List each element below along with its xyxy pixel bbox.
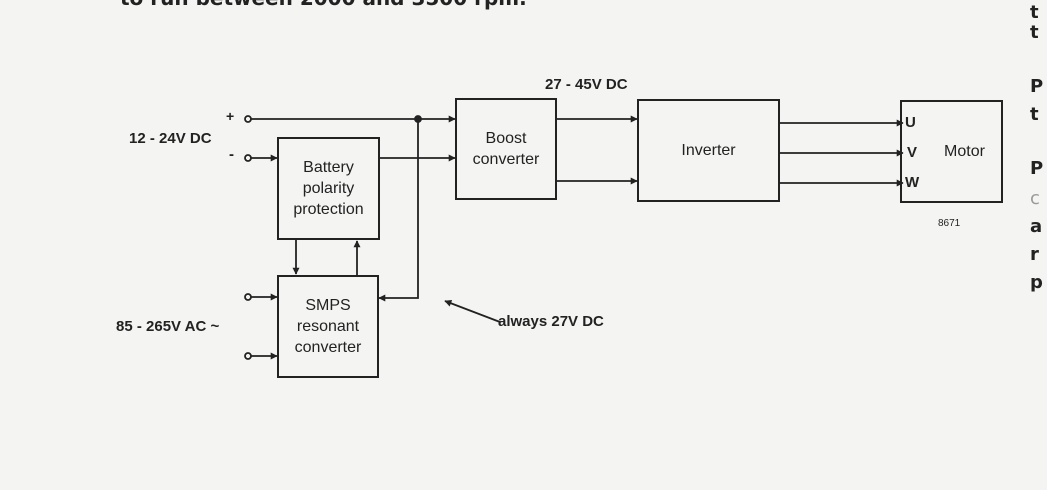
- dc-minus-terminal: [244, 154, 252, 162]
- smps-output-wire: [378, 119, 419, 302]
- clipped-margin-text: p: [1030, 272, 1043, 293]
- clipped-margin-text: P: [1030, 76, 1044, 97]
- motor-block: Motor: [900, 100, 1003, 203]
- dc-input-label: 12 - 24V DC: [129, 130, 212, 147]
- clipped-paragraph-text: to run between 2000 and 3500 rpm.: [120, 0, 527, 10]
- battery-polarity-block: Battery polarity protection: [277, 137, 380, 240]
- phase-v-label: V: [907, 144, 918, 161]
- inverter-block: Inverter: [637, 99, 780, 202]
- phase-u-label: U: [905, 114, 916, 131]
- clipped-margin-text: c: [1030, 188, 1040, 209]
- smps-converter-block: SMPS resonant converter: [277, 275, 379, 378]
- boost-converter-label: Boost converter: [472, 130, 540, 168]
- clipped-margin-text: P: [1030, 158, 1044, 179]
- dc-plus-terminal: [244, 115, 252, 123]
- clipped-margin-text: t: [1030, 22, 1039, 43]
- figure-code: 8671: [938, 218, 961, 229]
- clipped-margin-text: t: [1030, 104, 1039, 125]
- ac-terminal-1: [244, 293, 252, 301]
- minus-sign: -: [229, 146, 234, 163]
- always-27v-label: always 27V DC: [498, 313, 604, 330]
- ac-input-label: 85 - 265V AC ~: [116, 318, 220, 335]
- inverter-label: Inverter: [681, 142, 736, 159]
- clipped-margin-text: r: [1030, 244, 1039, 265]
- clipped-margin-text: t: [1030, 2, 1039, 23]
- annotation-arrow: [444, 299, 501, 323]
- boost-output-label: 27 - 45V DC: [545, 76, 628, 93]
- phase-w-label: W: [905, 174, 920, 191]
- plus-sign: +: [226, 108, 235, 124]
- motor-label: Motor: [944, 143, 985, 160]
- clipped-margin-text: a: [1030, 216, 1043, 237]
- smps-converter-label: SMPS resonant converter: [294, 297, 362, 356]
- battery-polarity-label: Battery polarity protection: [293, 159, 364, 218]
- boost-converter-block: Boost converter: [455, 98, 557, 200]
- ac-terminal-2: [244, 352, 252, 360]
